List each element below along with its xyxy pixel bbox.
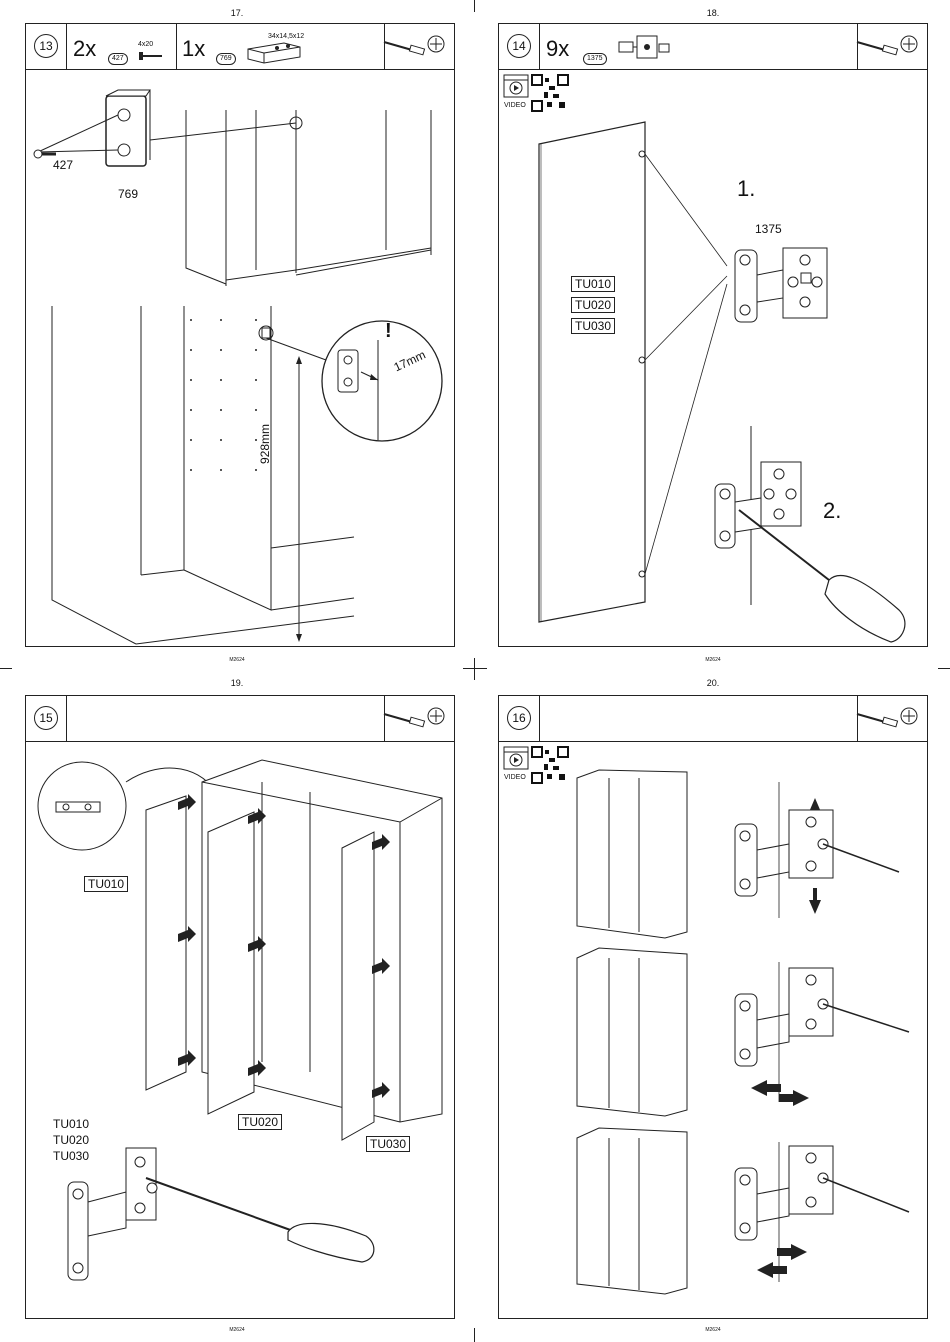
part-quantity: 9x [546, 36, 569, 62]
part-id: 769 [216, 53, 236, 65]
header-divider [539, 24, 540, 69]
model-code: M2624 [683, 657, 743, 663]
height-dimension: 928mm [258, 424, 272, 464]
door-code: TU030 [366, 1136, 410, 1152]
model-code: M2624 [207, 657, 267, 663]
screwdriver-icon [855, 702, 923, 736]
step-number: 13 [34, 34, 58, 58]
page-header: 14 9x 1375 [499, 24, 927, 70]
hinge-icon [613, 30, 673, 64]
instruction-page: 13 2x 427 4x20 1x 769 34x14,5x12 [25, 23, 455, 647]
header-divider [66, 696, 67, 741]
door-code: TU030 [571, 318, 615, 334]
page-number: 18. [683, 8, 743, 18]
block-icon [244, 39, 304, 65]
part-id: 1375 [583, 53, 607, 65]
door-code: TU020 [571, 297, 615, 313]
step-number: 15 [34, 706, 58, 730]
header-divider [539, 696, 540, 741]
page-number: 19. [207, 678, 267, 688]
crop-mark-right [938, 668, 950, 669]
door-code: TU010 [571, 276, 615, 292]
door-code: TU010 [84, 876, 128, 892]
model-code: M2624 [207, 1327, 267, 1333]
crop-mark-center-v [474, 658, 475, 680]
instruction-page: 15 [25, 695, 455, 1319]
door-list-item: TU010 [53, 1117, 89, 1131]
part-id: 427 [108, 53, 128, 65]
step-label-2: 2. [823, 498, 841, 524]
model-code: M2624 [683, 1327, 743, 1333]
screw-label: 427 [53, 158, 73, 172]
crop-mark-bottom [474, 1328, 475, 1342]
assembly-drawing [26, 742, 454, 1317]
crop-mark-center-h [463, 668, 487, 669]
screwdriver-icon [855, 30, 923, 64]
step-number: 14 [507, 34, 531, 58]
door-list-item: TU020 [53, 1133, 89, 1147]
page-number: 20. [683, 678, 743, 688]
assembly-drawing [499, 70, 927, 645]
hinge-label: 1375 [755, 222, 782, 236]
assembly-drawing [26, 70, 454, 645]
instruction-page: 16 VIDEO [498, 695, 928, 1319]
screwdriver-icon [382, 30, 450, 64]
step-number: 16 [507, 706, 531, 730]
header-divider [66, 24, 67, 69]
part-size: 4x20 [138, 41, 153, 48]
door-list-item: TU030 [53, 1149, 89, 1163]
screwdriver-icon [382, 702, 450, 736]
crop-mark-top [474, 0, 475, 12]
page-header: 16 [499, 696, 927, 742]
block-label: 769 [118, 187, 138, 201]
part-quantity: 1x [182, 36, 205, 62]
warning-mark: ! [385, 320, 392, 343]
screw-icon [138, 51, 164, 61]
page-header: 13 2x 427 4x20 1x 769 34x14,5x12 [26, 24, 454, 70]
page-header: 15 [26, 696, 454, 742]
part-quantity: 2x [73, 36, 96, 62]
assembly-drawing [499, 742, 927, 1317]
header-divider [176, 24, 177, 69]
page-number: 17. [207, 8, 267, 18]
instruction-page: 14 9x 1375 VIDEO [498, 23, 928, 647]
door-code: TU020 [238, 1114, 282, 1130]
crop-mark-left [0, 668, 12, 669]
step-label-1: 1. [737, 176, 755, 202]
